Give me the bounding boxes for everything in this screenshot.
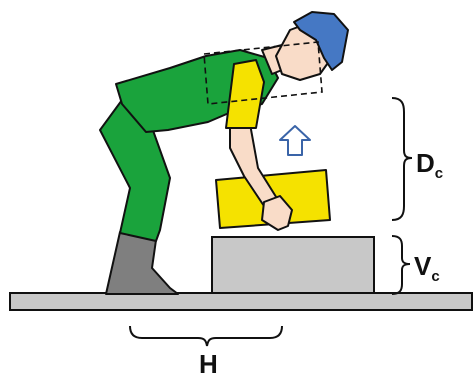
vc-label: Vc — [414, 251, 440, 285]
h-bracket — [130, 326, 282, 346]
dc-label: Dc — [416, 148, 443, 182]
h-label: H — [199, 349, 218, 376]
vc-bracket — [392, 236, 410, 294]
floor — [10, 293, 472, 310]
floor-box — [212, 237, 374, 293]
boot — [106, 232, 178, 294]
up-arrow-icon — [280, 126, 310, 155]
dc-bracket — [392, 98, 412, 220]
